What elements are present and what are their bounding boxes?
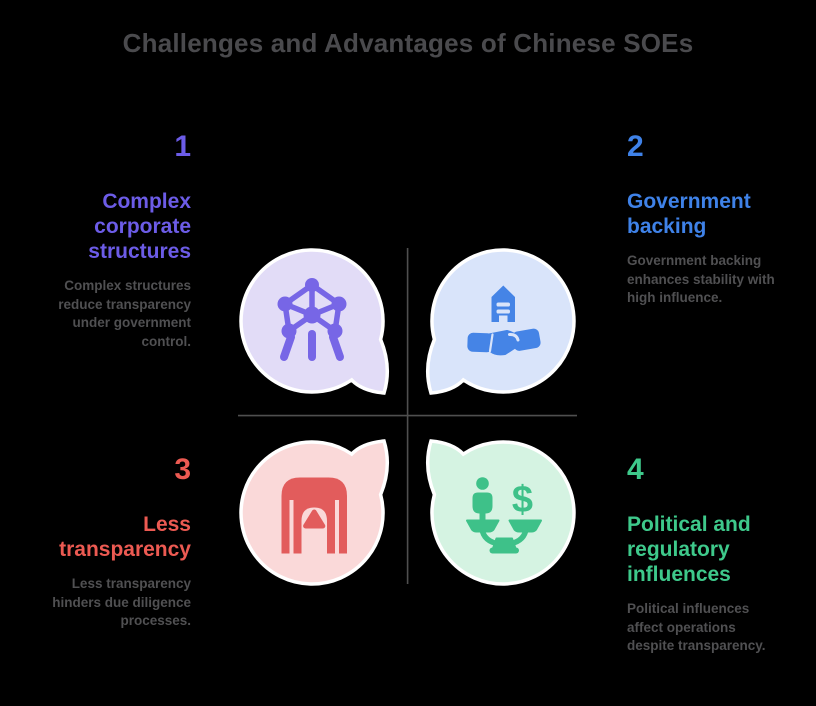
item-number: 2 <box>627 130 644 163</box>
item-political-regulatory-influences: 4 Political and regulatory influences Po… <box>627 455 777 656</box>
item-heading: Less transparency <box>59 513 191 561</box>
building-handshake-icon <box>467 285 541 356</box>
archway-gate-icon <box>281 477 347 554</box>
item-government-backing: 2 Government backing Government backing … <box>627 132 777 308</box>
speech-bubble-green <box>425 439 576 586</box>
item-number: 4 <box>627 453 644 486</box>
item-complex-corporate-structures: 1 Complex corporate structures Complex s… <box>41 132 191 351</box>
infographic-title: Challenges and Advantages of Chinese SOE… <box>122 28 694 58</box>
dollar-sign-glyph: $ <box>512 479 533 521</box>
item-description: Complex structures reduce transparency u… <box>58 278 191 349</box>
item-description: Political influences affect operations d… <box>627 601 766 653</box>
item-number: 1 <box>174 130 191 163</box>
item-description: Government backing enhances stability wi… <box>627 253 775 305</box>
item-description: Less transparency hinders due diligence … <box>52 576 191 628</box>
item-heading: Complex corporate structures <box>88 190 191 263</box>
item-number: 3 <box>174 453 191 486</box>
speech-bubble-blue <box>425 248 576 395</box>
person-money-scale-icon: $ <box>466 477 542 554</box>
atomium-structure-icon <box>277 278 347 361</box>
item-heading: Government backing <box>627 190 751 238</box>
item-less-transparency: 3 Less transparency Less transparency hi… <box>41 455 191 631</box>
item-heading: Political and regulatory influences <box>627 513 751 586</box>
